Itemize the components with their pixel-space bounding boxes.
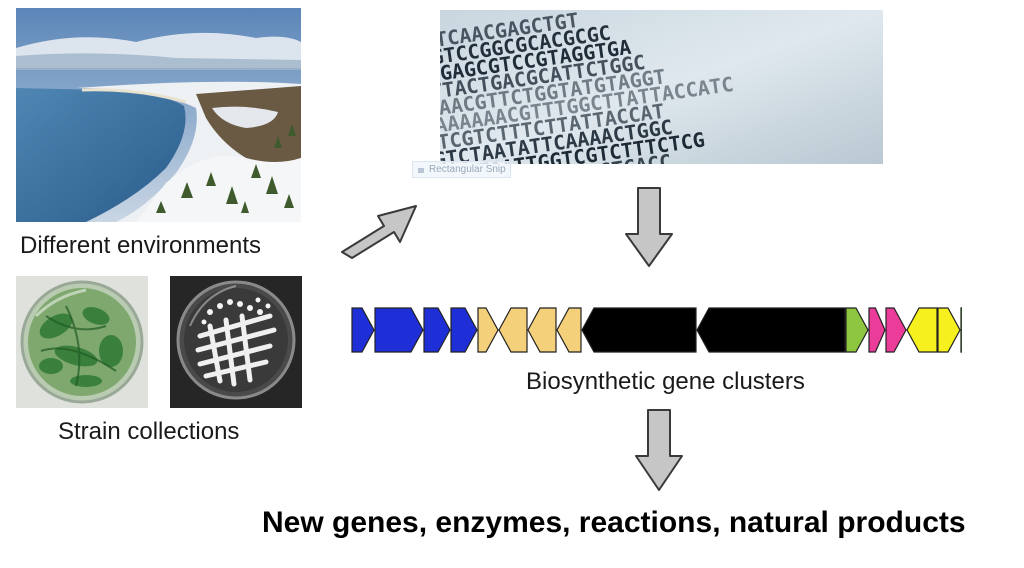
down-arrow-2 [634,408,684,494]
gene-arrow [556,307,582,353]
gene-arrow [960,307,962,353]
gene-arrow [351,307,375,353]
gene-arrow [527,307,557,353]
gene-arrow [885,307,907,353]
white-colony-plate-image [170,276,302,408]
landscape-image [16,8,301,222]
gene-arrow [423,307,451,353]
gene-arrow [937,307,961,353]
diagonal-arrow-icon [341,205,417,259]
gene-cluster-diagram [351,307,962,353]
gene-arrow [450,307,478,353]
clusters-label: Biosynthetic gene clusters [526,368,805,395]
green-culture-plate-image [16,276,148,408]
gene-arrow [906,307,938,353]
environments-label: Different environments [20,232,262,259]
strains-label: Strain collections [58,418,240,445]
outcome-label: New genes, enzymes, reactions, natural p… [262,506,966,539]
gene-arrow [845,307,869,353]
gene-arrow [696,307,846,353]
gene-arrow [868,307,886,353]
gene-arrow [477,307,499,353]
sequence-arrow [336,196,426,268]
environment-photo [16,8,301,222]
down-arrow-1 [624,186,674,270]
down-arrow-icon [625,187,673,267]
down-arrow-icon [635,409,683,491]
gene-cluster [350,306,962,354]
green-plate-photo [16,276,148,408]
gene-arrow [581,307,697,353]
white-plate-photo [170,276,302,408]
rectangular-snip-tooltip: Rectangular Snip [412,161,511,178]
gene-arrow [374,307,424,353]
gene-arrow [498,307,528,353]
dna-sequence-image: TGTCAACGAGCTGTCGTCCGGCGCACGCGCCGAGCGTCCG… [440,10,883,164]
